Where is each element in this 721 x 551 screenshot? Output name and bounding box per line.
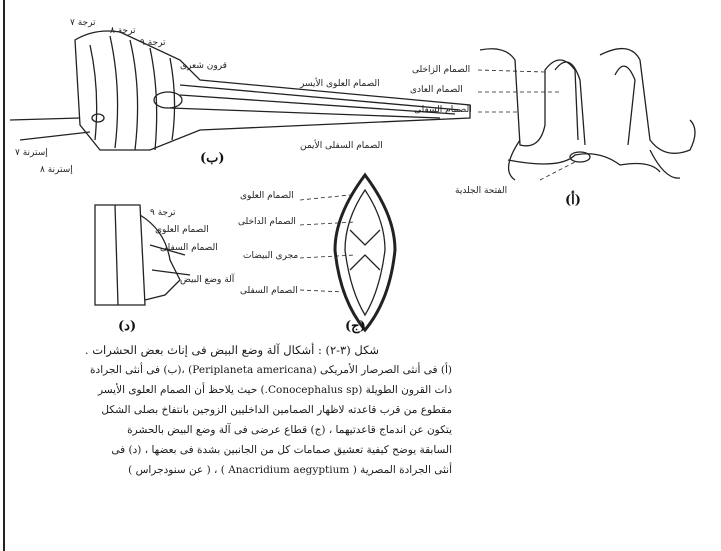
caption-line: مقطوع من قرب قاعدته لاظهار الصمامين الدا…: [12, 400, 452, 420]
leader-lines: [300, 70, 575, 292]
figure-caption: شكل (٣-٢) : أشكال آلة وضع البيض فى إناث …: [12, 340, 452, 480]
label-d-4: آلة وضع البيض: [180, 273, 235, 285]
label-b-seg2: ترجة ٨: [110, 26, 136, 36]
label-d-2: الصمام العلوى: [155, 225, 209, 235]
label-a-genital-opening: الفتحة الجلدية: [455, 186, 507, 196]
panel-c-drawing: [335, 175, 395, 330]
label-b-cercus: قرون شعرى: [180, 61, 227, 71]
panel-a-tag: (أ): [565, 191, 581, 208]
label-d-1: ترجة ٩: [150, 208, 176, 218]
panel-b-tag: (ب): [200, 151, 225, 166]
label-b-lower-valve: الصمام السفلى الأيمن: [300, 139, 383, 151]
label-a-dorsal-valve: الصمام الزاخلى: [412, 65, 470, 75]
caption-line: ذات القرون الطويلة (Conocephalus sp.) حي…: [12, 380, 452, 400]
caption-line: السابقة يوضح كيفية تعشيق صمامات كل من ال…: [12, 440, 452, 460]
panel-d-drawing: [95, 205, 190, 305]
label-c-egg-path: مجرى البيضات: [243, 251, 298, 261]
caption-title: شكل (٣-٢) : أشكال آلة وضع البيض فى إناث …: [12, 340, 452, 360]
label-b-sternite8: إسترنة ٨: [40, 165, 73, 175]
caption-line: (أ) فى أنثى الصرصار الأمريكى (Periplanet…: [12, 360, 452, 380]
label-c-upper: الصمام العلوى: [240, 191, 294, 201]
label-a-ventral-valve: الصمام العادى: [410, 85, 463, 95]
panel-d-tag: (د): [118, 319, 136, 334]
label-b-upper-valve: الصمام العلوى الأيسر: [299, 77, 380, 89]
caption-line: أنثى الجرادة المصرية ( Anacridium aegypt…: [12, 460, 452, 480]
label-b-seg1: ترجة ٧: [70, 18, 96, 28]
caption-line: يتكون عن اندماج قاعدتيهما ، (ج) قطاع عرض…: [12, 420, 452, 440]
panel-a-drawing: [480, 49, 695, 180]
label-c-lower: الصمام السفلى: [240, 286, 298, 296]
panel-c-tag: (ج): [345, 319, 366, 334]
figure-ovipositors: الصمام الزاخلى الصمام العادى الصمام السف…: [0, 0, 721, 340]
panel-b-drawing: [10, 31, 470, 150]
label-b-sternite: إسترنة ٧: [15, 148, 48, 158]
label-c-inner: الصمام الداخلى: [238, 217, 296, 227]
label-d-3: الصمام السفلى: [160, 243, 218, 253]
label-b-seg3: ترجة ٩: [140, 38, 166, 48]
label-a-lower-valve: الصمام السفلى: [414, 105, 472, 115]
